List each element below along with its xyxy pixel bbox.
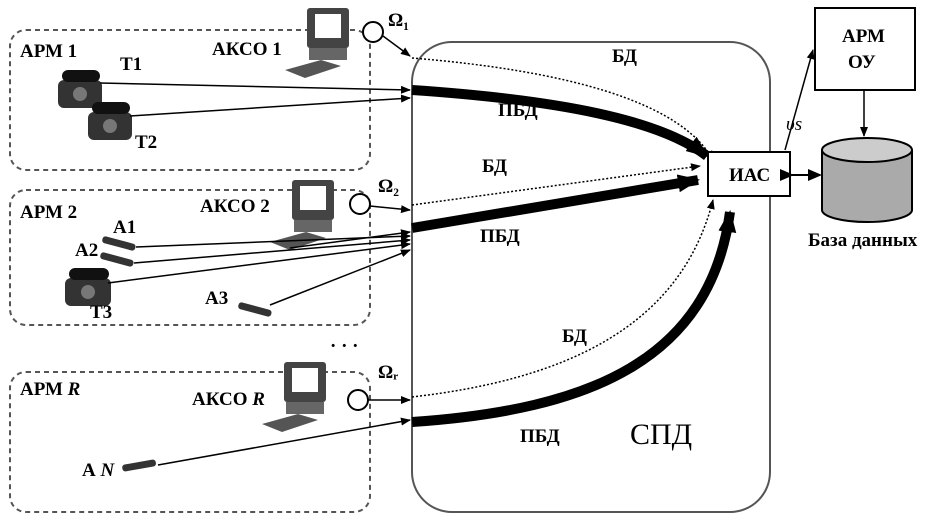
a3-label: А3 — [205, 288, 228, 309]
phone-t3-icon — [65, 268, 111, 306]
device-an-icon — [122, 459, 157, 472]
phone-t1-icon — [58, 70, 102, 108]
t3-label: Т3 — [90, 302, 112, 323]
a2-arrow — [134, 240, 410, 263]
a2-label: А2 — [75, 240, 98, 261]
omega2-arrow — [370, 206, 410, 210]
pbd-label-2: ПБД — [480, 226, 520, 247]
bd-label-1: БД — [612, 46, 637, 67]
omegar-circle — [348, 390, 368, 410]
arm1-label: АРМ 1 — [20, 41, 77, 62]
database-icon — [822, 138, 912, 222]
akso2-label: АКСО 2 — [200, 196, 270, 217]
omega2-circle — [350, 194, 370, 214]
omega1-label: Ω₁ — [388, 10, 409, 31]
device-a1-icon — [102, 236, 137, 252]
t1-arrow — [100, 83, 410, 90]
arm-ou-box — [815, 8, 915, 90]
computer-akso1-icon — [285, 8, 349, 78]
akso1-label: АКСО 1 — [212, 39, 282, 60]
omega1-circle — [363, 22, 383, 42]
t2-label: Т2 — [135, 132, 157, 153]
bd-label-2: БД — [482, 156, 507, 177]
arm-ou-line2: ОУ — [848, 52, 876, 73]
phone-t2-icon — [88, 102, 132, 140]
pbd-label-r: ПБД — [520, 426, 560, 447]
omegar-label: Ωᵣ — [378, 362, 398, 383]
bd-flow-r — [412, 200, 713, 397]
arm2-label: АРМ 2 — [20, 202, 77, 223]
a1-label: А1 — [113, 217, 136, 238]
pbd-label-1: ПБД — [498, 100, 538, 121]
ias-to-armou-arrow — [785, 50, 813, 150]
aksor-label: АКСО R — [192, 389, 265, 410]
ellipsis: · · · — [330, 336, 359, 357]
omega2-label: Ω₂ — [378, 176, 399, 197]
t1-label: Т1 — [120, 54, 142, 75]
bd-label-r: БД — [562, 326, 587, 347]
upsilon-label: υs — [786, 114, 802, 135]
pbd-flow-1 — [412, 90, 707, 156]
arm-ou-line1: АРМ — [842, 26, 885, 47]
a3-arrow — [270, 250, 410, 305]
an-label: А N — [82, 460, 115, 481]
network-label: СПД — [630, 418, 692, 451]
device-a3-icon — [238, 302, 273, 318]
t3-arrow — [108, 244, 410, 283]
ias-label: ИАС — [729, 165, 770, 186]
omega1-arrow — [383, 36, 410, 56]
t2-arrow — [130, 98, 410, 116]
a1-arrow — [136, 236, 410, 247]
armr-label: АРМ R — [20, 379, 80, 400]
device-a2-icon — [100, 252, 135, 268]
pbd-flow-2 — [412, 180, 698, 228]
database-label: База данных — [808, 230, 918, 251]
